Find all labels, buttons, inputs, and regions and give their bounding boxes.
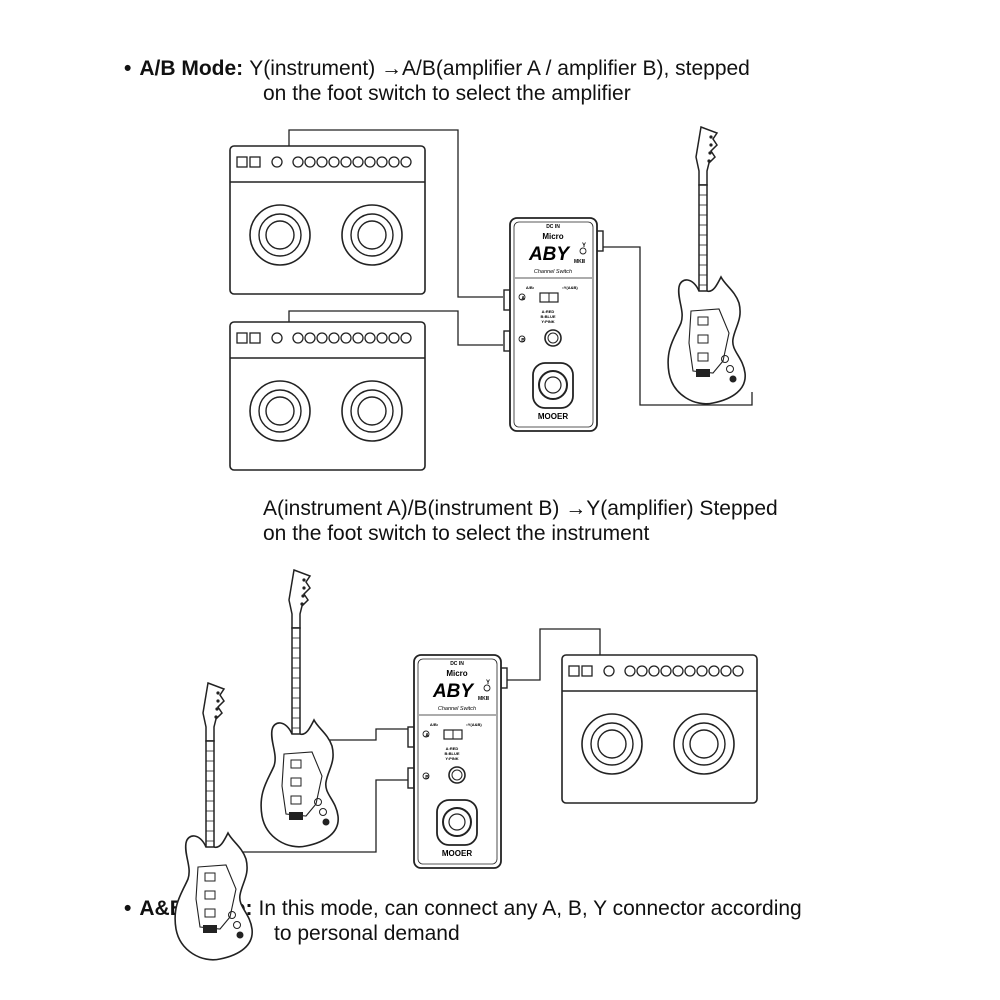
aby-pedal: DC IN Micro ABY MKⅡ Y Channel Switch A/B… [503,217,604,432]
led-a-label: A:RED [446,746,459,751]
mode-y-label: •Y(A&B) [466,722,482,727]
reverse-mode-line1: A(instrument A)/B(instrument B) →Y(ampli… [263,497,778,520]
bullet-icon: • [124,897,132,920]
port-b-label: B [521,338,525,344]
guitar-instrument-a [260,569,339,848]
port-y-label: Y [486,680,490,686]
port-a-label: A [521,296,525,302]
bullet-icon: • [124,57,132,80]
dc-in-label: DC IN [546,224,560,230]
port-b-label: B [425,775,429,781]
led-b-label: B:BLUE [444,751,459,756]
led-b-label: B:BLUE [540,314,555,319]
ab-mode-line1: • A/B Mode:Y(instrument) →A/B(amplifier A… [124,57,750,81]
led-a-label: A:RED [542,309,555,314]
model-label: ABY [528,244,571,265]
diagram-reverse-mode: DC IN Micro ABY MKⅡ Y Channel Switch A/B… [174,569,758,961]
ab-mode-line2: on the foot switch to select the amplifi… [263,82,631,105]
brand-small-label: Micro [542,232,563,241]
mode-ab-label: A/B• [430,722,439,727]
reverse-mode-line2: on the foot switch to select the instrum… [263,522,650,545]
ab-mode-label: A/B Mode: [139,57,244,80]
cable [288,129,753,406]
version-label: MKⅡ [478,696,489,702]
brand-small-label: Micro [446,669,467,678]
mode-ab-label: A/B• [526,285,535,290]
amplifier-a [229,145,426,295]
version-label: MKⅡ [574,259,585,265]
port-a-label: A [425,733,429,739]
led-y-label: Y:PINK [541,319,554,324]
aby-pedal: DC IN Micro ABY MKⅡ Y Channel Switch A/B… [407,654,508,869]
model-label: ABY [432,681,475,702]
dc-in-label: DC IN [450,661,464,667]
amplifier-b [229,321,426,471]
subtitle-label: Channel Switch [534,269,572,275]
brand-label: MOOER [442,849,472,858]
led-y-label: Y:PINK [445,756,458,761]
guitar-instrument-b [174,682,253,961]
guitar-instrument-y [667,126,746,405]
mode-y-label: •Y(A&B) [562,285,578,290]
aandb-mode-line2: to personal demand [274,922,460,945]
cable [234,628,601,853]
diagram-ab-mode: DC IN Micro ABY MKⅡ Y Channel Switch A/B… [229,126,753,471]
subtitle-label: Channel Switch [438,706,476,712]
ab-mode-description: Y(instrument) →A/B(amplifier A / amplifi… [249,57,750,80]
port-y-label: Y [582,243,586,249]
brand-label: MOOER [538,412,568,421]
amplifier-y [561,654,758,804]
aandb-mode-description: In this mode, can connect any A, B, Y co… [258,897,802,920]
